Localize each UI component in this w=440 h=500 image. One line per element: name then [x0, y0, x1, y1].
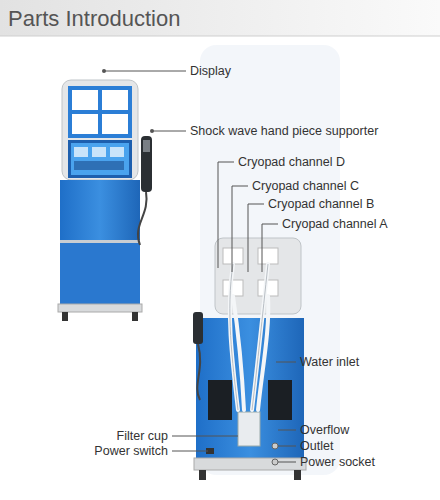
page-title: Parts Introduction [8, 6, 180, 32]
part-label: Outlet [300, 439, 333, 454]
part-label: Cryopad channel C [252, 179, 359, 194]
part-label: Cryopad channel D [238, 155, 345, 170]
part-label: Power switch [94, 444, 168, 459]
part-label: Power socket [300, 455, 375, 470]
part-label: Overflow [300, 423, 349, 438]
part-label: Display [190, 64, 231, 79]
part-label: Water inlet [300, 355, 359, 370]
part-label: Cryopad channel A [282, 217, 388, 232]
part-label: Filter cup [117, 429, 168, 444]
part-label: Shock wave hand piece supporter [190, 124, 378, 139]
part-label: Cryopad channel B [268, 197, 374, 212]
